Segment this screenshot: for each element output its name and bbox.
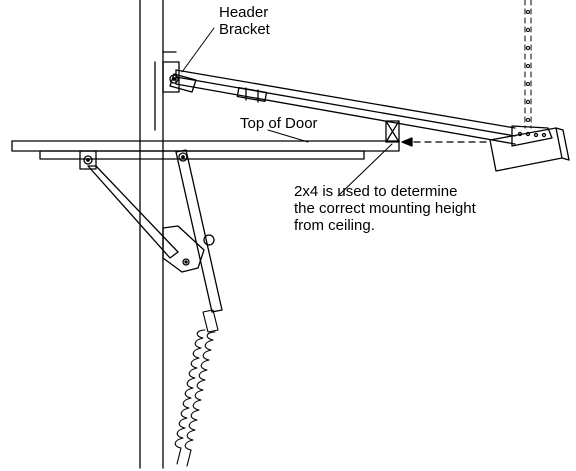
mounting-note-line-2: the correct mounting height bbox=[294, 200, 476, 217]
opener-rail bbox=[169, 69, 516, 145]
mounting-note-line-3: from ceiling. bbox=[294, 217, 375, 234]
two-by-four-block bbox=[385, 120, 400, 143]
door-jamb bbox=[139, 0, 177, 469]
track-bracket bbox=[162, 225, 215, 273]
header-bracket-label-line-1: Header bbox=[219, 4, 269, 21]
door-top-panel bbox=[11, 140, 400, 160]
leader-lines bbox=[181, 27, 393, 197]
hanging-strap bbox=[524, 0, 532, 129]
mounting-note-line-1: 2x4 is used to determine bbox=[294, 183, 458, 200]
top-of-door-label: Top of Door bbox=[240, 115, 318, 132]
header-bracket-label-line-2: Bracket bbox=[219, 21, 270, 38]
header-bracket-label: Header Bracket bbox=[219, 4, 270, 38]
measurement-arrow bbox=[401, 137, 487, 147]
counterbalance-spring bbox=[174, 309, 219, 467]
mounting-note-label: 2x4 is used to determine the correct mou… bbox=[294, 183, 476, 234]
door-bracket bbox=[79, 150, 188, 259]
straight-door-arm bbox=[175, 149, 223, 313]
opener-motor-unit bbox=[489, 125, 570, 172]
